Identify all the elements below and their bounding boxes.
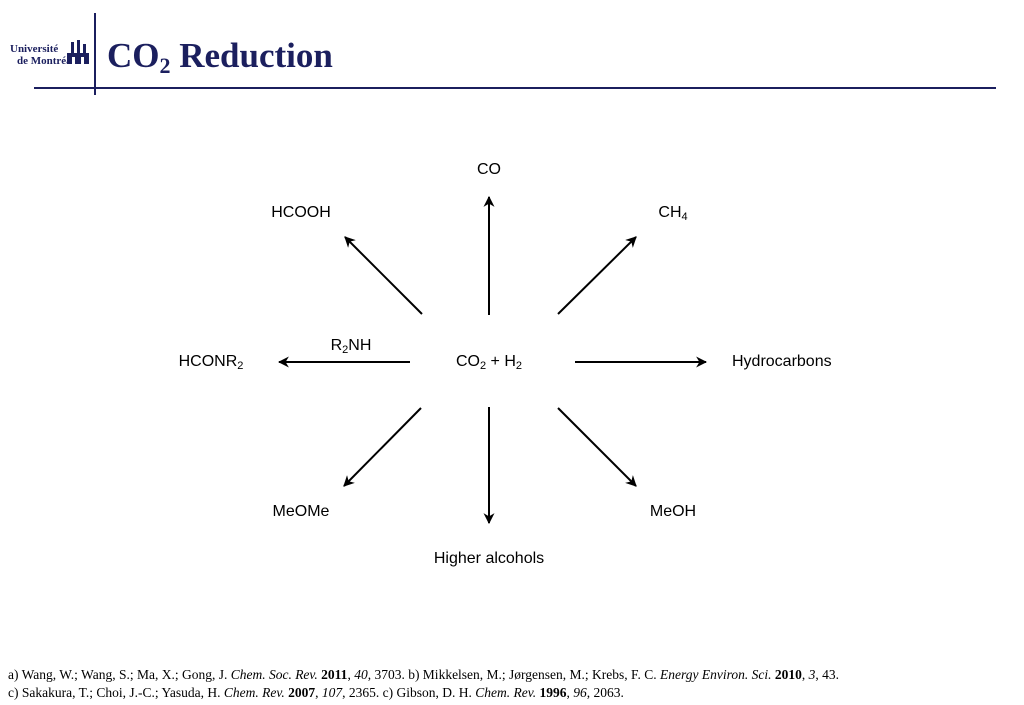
reference-segment: 2007: [288, 685, 316, 700]
arrow-to-ch4: [557, 236, 637, 315]
co-label: CO: [477, 161, 501, 178]
reference-segment: Chem. Soc. Rev.: [230, 667, 318, 682]
reference-segment: , 2063.: [586, 685, 624, 700]
reference-segment: , 3703. b) Mikkelsen, M.; Jørgensen, M.;…: [367, 667, 660, 682]
ch4-label: CH4: [658, 204, 688, 223]
references: a) Wang, W.; Wang, S.; Ma, X.; Gong, J. …: [8, 666, 839, 702]
hconr2-label: HCONR2: [178, 353, 244, 372]
meome-label: MeOMe: [272, 503, 330, 520]
logo-mark-icon: [67, 40, 89, 64]
reference-segment: c) Sakakura, T.; Choi, J.-C.; Yasuda, H.: [8, 685, 224, 700]
arrow-to-meoh: [557, 407, 637, 487]
reference-line-1: a) Wang, W.; Wang, S.; Ma, X.; Gong, J. …: [8, 666, 839, 684]
reference-segment: 2011: [321, 667, 348, 682]
reference-segment: 40: [354, 667, 368, 682]
reference-segment: Chem. Rev.: [223, 685, 285, 700]
center-co2-h2-label: CO2 + H2: [455, 353, 523, 372]
reference-segment: a) Wang, W.; Wang, S.; Ma, X.; Gong, J.: [8, 667, 231, 682]
arrow-to-meome: [343, 407, 422, 487]
header-vertical-rule: [94, 13, 96, 95]
hcooh-label: HCOOH: [271, 204, 331, 221]
header-horizontal-rule: [34, 87, 996, 89]
logo-line1: Université: [10, 43, 59, 55]
reference-line-2: c) Sakakura, T.; Choi, J.-C.; Yasuda, H.…: [8, 684, 839, 702]
reference-segment: 3: [808, 667, 816, 682]
meoh-label: MeOH: [649, 503, 697, 520]
reference-segment: ,: [315, 685, 322, 700]
slide-title: CO2 Reduction: [107, 36, 333, 78]
reference-segment: , 2365. c) Gibson, D. H.: [342, 685, 476, 700]
reference-segment: 107: [321, 685, 343, 700]
logo-line2: de Montréal: [17, 55, 75, 67]
reference-segment: 1996: [539, 685, 567, 700]
reference-segment: Energy Environ. Sci.: [659, 667, 772, 682]
higher-alcohols-label: Higher alcohols: [433, 550, 545, 567]
reference-segment: ,: [566, 685, 574, 700]
reference-segment: 2010: [774, 667, 802, 682]
reference-segment: 96: [573, 685, 587, 700]
reference-segment: ,: [347, 667, 355, 682]
hydrocarbons-label: Hydrocarbons: [732, 353, 832, 370]
universite-de-montreal-logo: Université de Montréal: [8, 40, 92, 72]
reference-segment: Chem. Rev.: [475, 685, 537, 700]
arrow-to-hcooh: [344, 236, 423, 315]
reference-segment: ,: [801, 667, 809, 682]
reference-segment: , 43.: [815, 667, 839, 682]
r2nh-label: R2NH: [330, 337, 372, 356]
